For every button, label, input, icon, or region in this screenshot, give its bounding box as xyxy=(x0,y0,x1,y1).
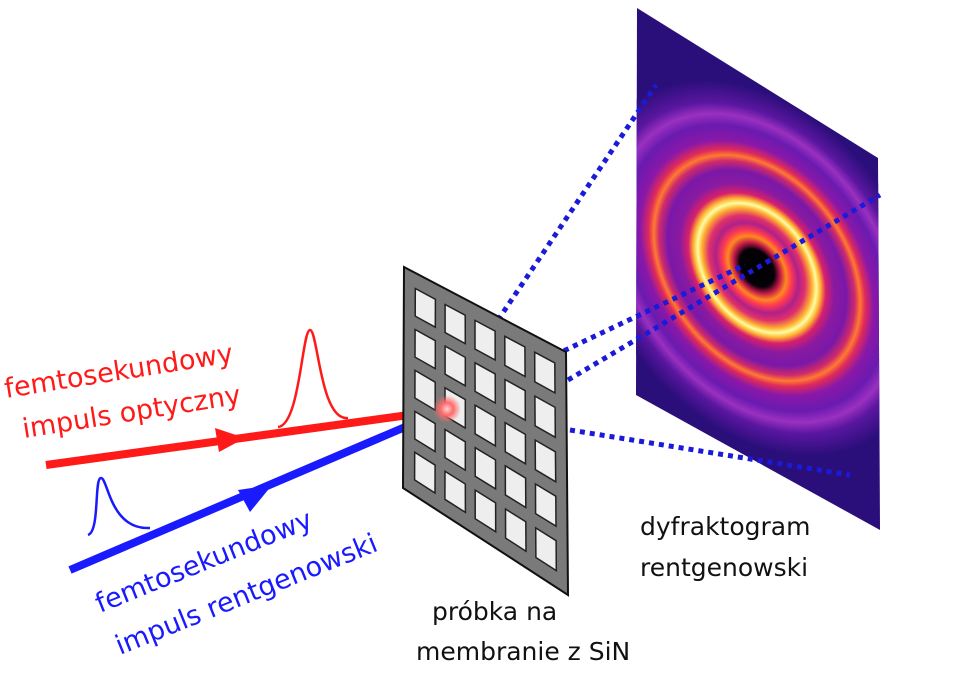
membrane-window xyxy=(534,526,558,572)
xray-pulse-beam xyxy=(68,406,447,574)
xray-arrow-icon xyxy=(238,485,272,512)
membrane-window xyxy=(504,507,527,553)
membrane-window xyxy=(444,428,467,472)
membrane-window xyxy=(534,482,557,528)
interaction-spot xyxy=(433,395,461,423)
membrane-window xyxy=(504,378,527,422)
membrane-window xyxy=(534,438,557,484)
membrane-window xyxy=(504,464,527,509)
membrane-window xyxy=(534,394,557,439)
sample-label-line2: membranie z SiN xyxy=(416,637,630,666)
membrane-window xyxy=(474,403,497,448)
membrane-window xyxy=(414,287,437,329)
membrane-window xyxy=(414,328,437,370)
membrane-window xyxy=(504,421,527,466)
optical-beam-line xyxy=(45,406,446,469)
membrane-window xyxy=(474,446,497,491)
membrane-windows xyxy=(413,287,558,572)
membrane-window xyxy=(533,350,556,395)
pattern-label-line2: rentgenowski xyxy=(640,553,808,582)
membrane-window xyxy=(474,319,496,362)
membrane-window xyxy=(474,361,497,405)
membrane-window xyxy=(444,303,467,345)
xray-pulse-shape xyxy=(87,476,151,537)
projection-lines-far xyxy=(495,83,882,478)
optical-pulse-beam xyxy=(45,328,446,469)
membrane-window xyxy=(444,469,467,514)
sample-membrane xyxy=(401,265,570,597)
sample-label-line1: próbka na xyxy=(432,597,557,626)
diffraction-rings xyxy=(636,79,880,457)
membrane-window xyxy=(444,344,467,388)
optical-arrow-icon xyxy=(215,428,245,452)
optical-pulse-shape xyxy=(277,328,349,429)
membrane-window xyxy=(474,488,497,534)
membrane-window xyxy=(414,410,436,453)
membrane-window xyxy=(504,335,526,378)
membrane-window xyxy=(413,450,436,495)
pattern-label-line1: dyfraktogram xyxy=(640,512,810,541)
